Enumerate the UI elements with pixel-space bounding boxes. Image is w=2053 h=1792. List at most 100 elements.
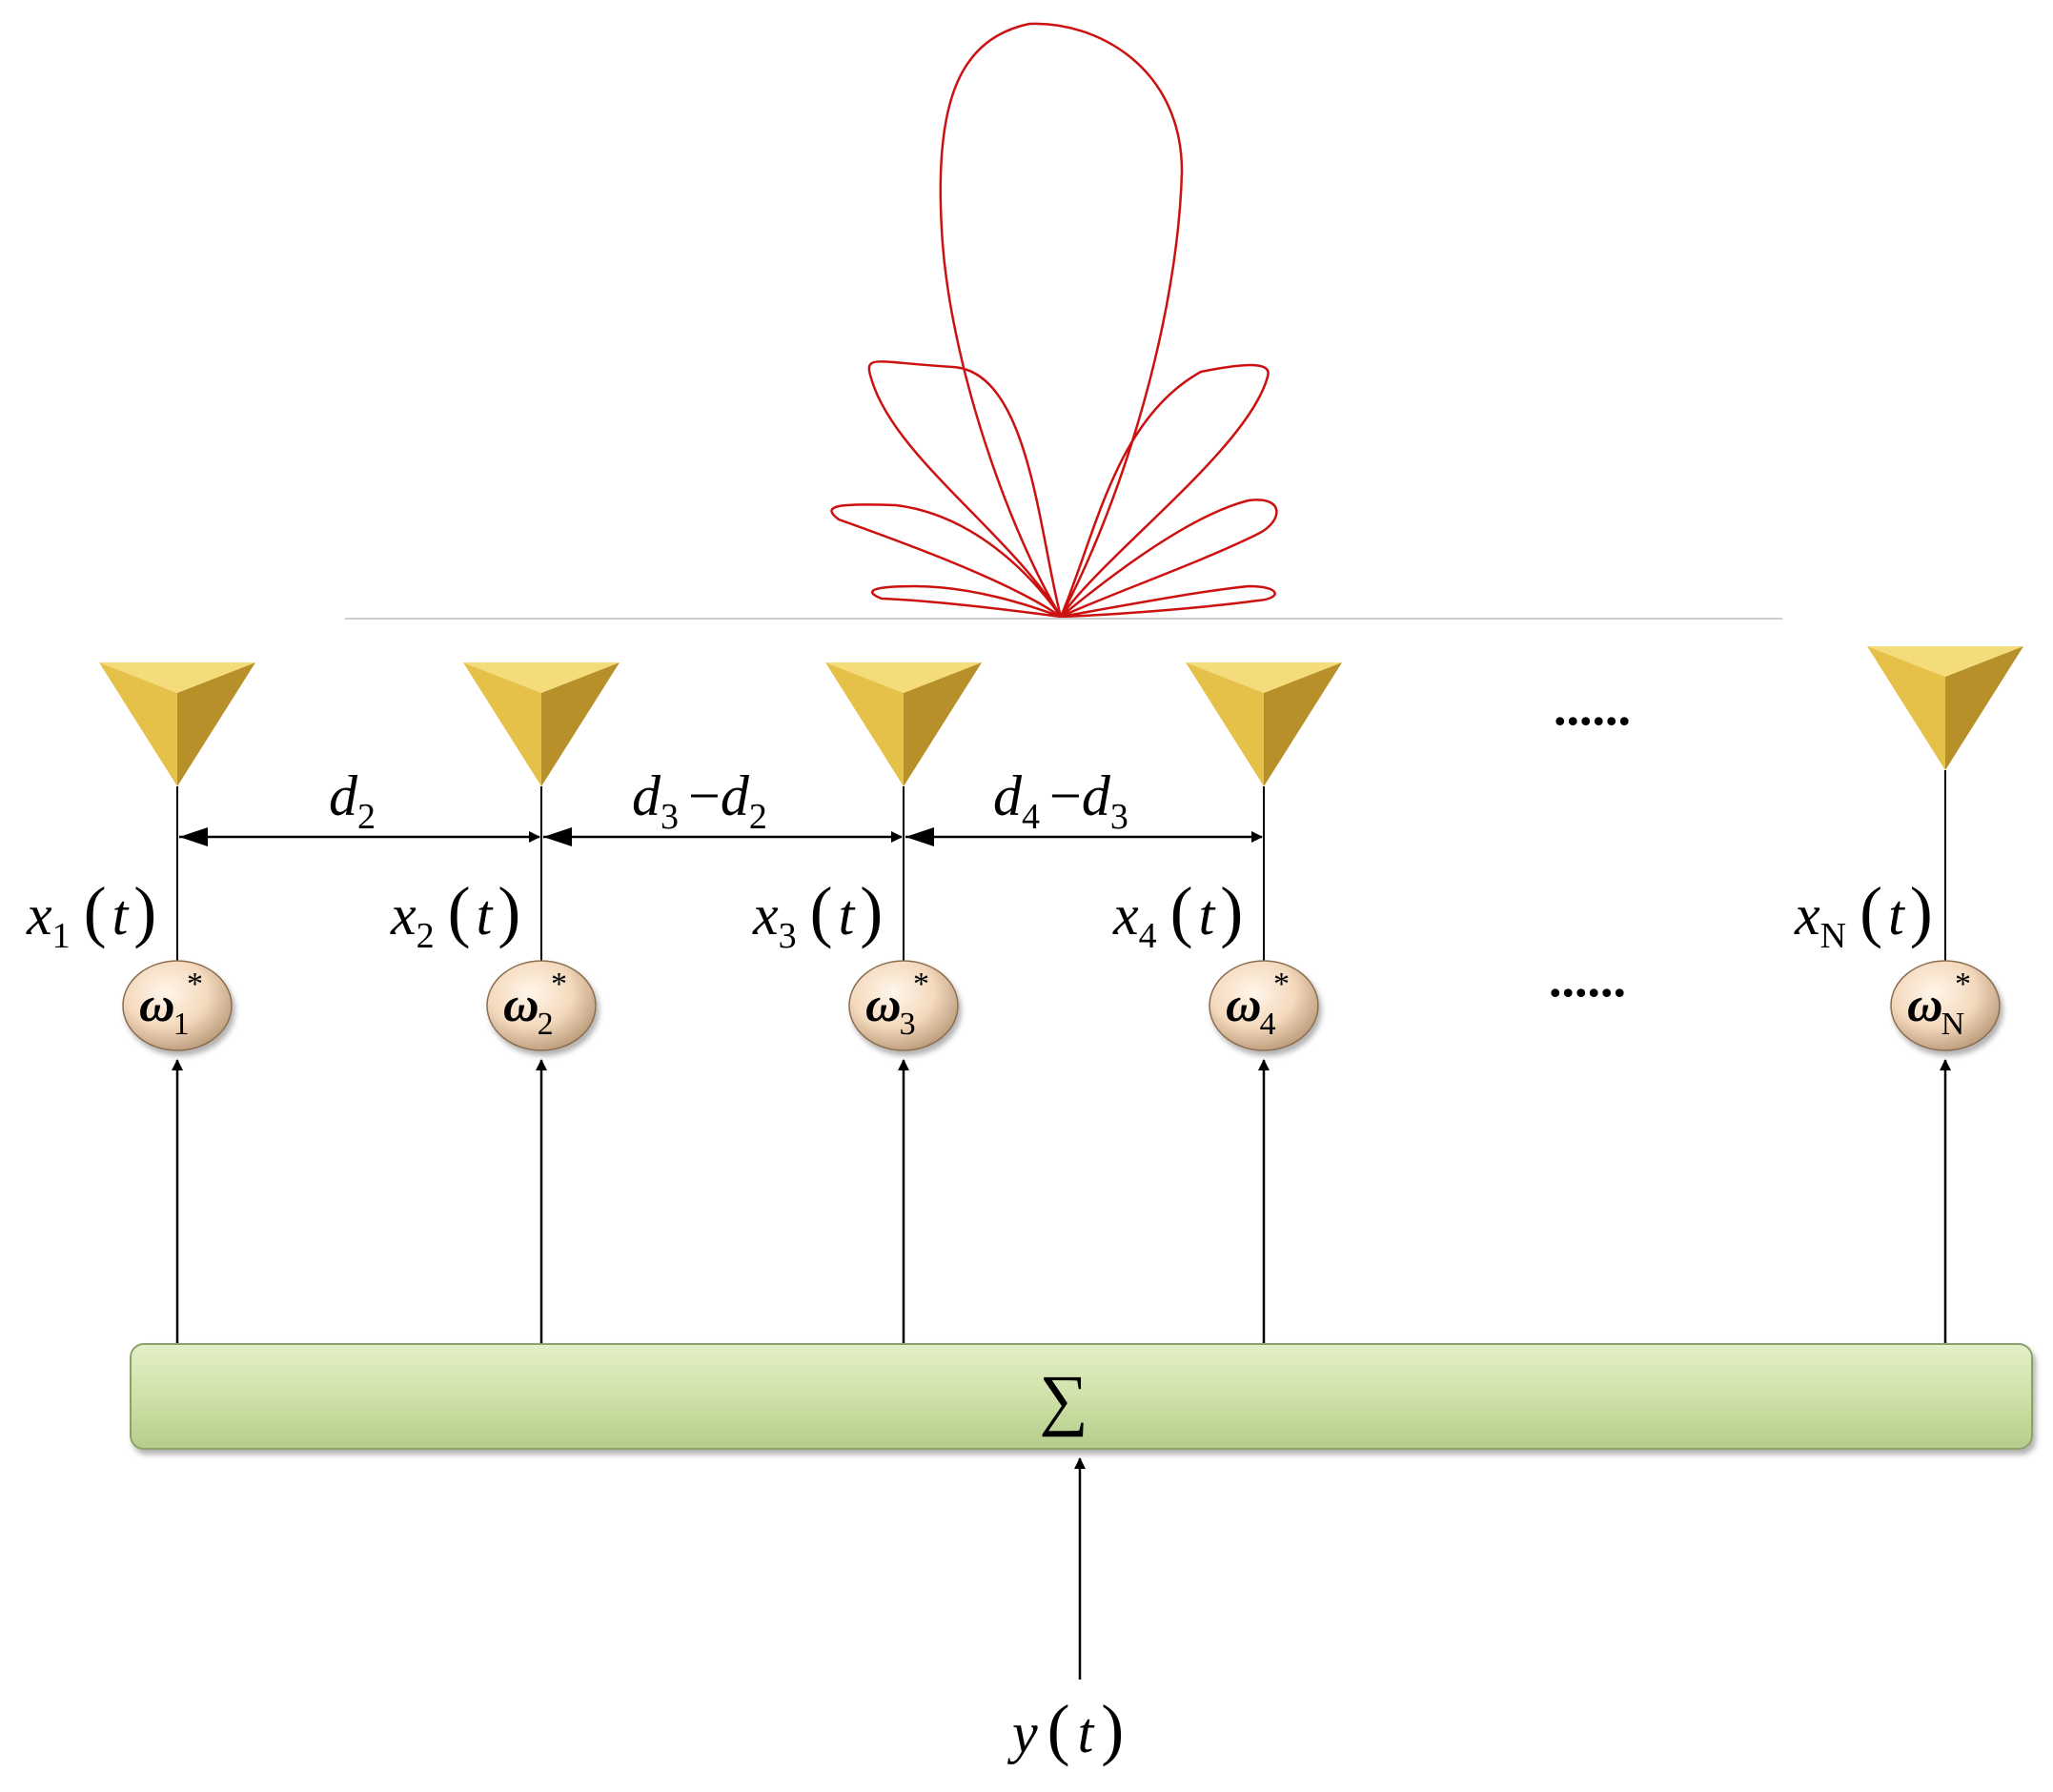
weight-label: ω2	[503, 978, 554, 1042]
weight-symbol: ω	[139, 978, 175, 1032]
output-label: y(t)	[1006, 1691, 1124, 1767]
weight-conj: *	[913, 967, 929, 1002]
signal-label-4: x4(t)	[1112, 873, 1243, 956]
antenna-face-left	[99, 662, 255, 693]
antenna-face-right	[1264, 662, 1342, 786]
antenna-face-left	[1867, 646, 2023, 677]
weight-N: ωN*	[1890, 960, 2001, 1051]
ellipsis-bottom: ......	[1549, 950, 1626, 1008]
antenna-face-front	[463, 662, 541, 786]
ellipsis-top: ......	[1554, 679, 1631, 736]
antenna-face-right	[541, 662, 620, 786]
paren-close: )	[498, 873, 520, 949]
antenna-face-right	[177, 662, 255, 786]
paren-open: (	[1170, 873, 1193, 949]
antenna-face-left	[463, 662, 620, 693]
output-paren-open: (	[1047, 1691, 1070, 1767]
spacing-label: d2	[329, 764, 376, 837]
weight-label: ωN	[1907, 978, 1964, 1042]
spacing-sub: 3	[661, 797, 679, 837]
antenna-element-2	[463, 662, 620, 1344]
signal-arg: t	[839, 884, 856, 947]
antenna-element-N	[1867, 646, 2023, 1344]
spacing-2: d2	[179, 764, 540, 846]
signal-var: x	[390, 884, 417, 947]
signal-var: x	[26, 884, 52, 947]
antenna-face-front	[825, 662, 904, 786]
weight-symbol: ω	[865, 978, 902, 1032]
spacing-operator: −	[1049, 764, 1082, 827]
signal-arg: t	[1199, 884, 1216, 947]
spacing-3: d3−d2	[543, 764, 903, 846]
antenna-face-front	[1186, 662, 1264, 786]
weight-circle	[848, 960, 959, 1051]
antenna-face-front	[1867, 646, 1945, 770]
output-var: y	[1006, 1701, 1038, 1764]
dimension-arrow-left	[905, 827, 934, 846]
spacing-label: d3−d2	[632, 764, 767, 837]
paren-open: (	[84, 873, 107, 949]
spacing-var-b: d	[721, 764, 750, 827]
signal-label-1: x1(t)	[26, 873, 156, 956]
paren-close: )	[1220, 873, 1243, 949]
spacing-sub-b: 2	[749, 797, 767, 837]
weight-conj: *	[1955, 967, 1971, 1002]
antenna-group	[99, 646, 2023, 1344]
antenna-element-1	[99, 662, 255, 1344]
weight-group: ω1*ω2*ω3*ω4*ωN*	[122, 960, 2001, 1051]
weight-2: ω2*	[486, 960, 597, 1051]
signal-arg: t	[1888, 884, 1905, 947]
spacing-sub-b: 3	[1110, 797, 1128, 837]
weight-conj: *	[1273, 967, 1290, 1002]
signal-arg: t	[112, 884, 130, 947]
signal-label-2: x2 (t)	[390, 873, 520, 956]
weight-label: ω1	[139, 978, 190, 1042]
paren-open: (	[810, 873, 833, 949]
weight-conj: *	[551, 967, 567, 1002]
spacing-operator: −	[688, 764, 721, 827]
weight-index: N	[1941, 1007, 1965, 1042]
weight-4: ω4*	[1209, 960, 1319, 1051]
paren-close: )	[1910, 873, 1933, 949]
signal-index: N	[1820, 916, 1846, 956]
beam-pattern	[830, 22, 1278, 619]
signal-index: 2	[417, 916, 435, 956]
weight-3: ω3*	[848, 960, 959, 1051]
signal-arg: t	[477, 884, 494, 947]
output-arg: t	[1078, 1701, 1095, 1764]
dimension-arrow-left	[543, 827, 572, 846]
weight-label: ω3	[865, 978, 916, 1042]
spacing-var-b: d	[1082, 764, 1111, 827]
antenna-element-4	[1186, 662, 1342, 1344]
dimension-arrow-left	[179, 827, 208, 846]
signal-index: 3	[779, 916, 797, 956]
spacing-sub: 4	[1022, 797, 1040, 837]
signal-label-N: xN(t)	[1794, 873, 1933, 956]
antenna-face-left	[825, 662, 982, 693]
weight-symbol: ω	[503, 978, 539, 1032]
weight-circle	[1209, 960, 1319, 1051]
weight-label: ω4	[1226, 978, 1276, 1042]
paren-open: (	[448, 873, 471, 949]
weight-symbol: ω	[1226, 978, 1262, 1032]
paren-close: )	[860, 873, 883, 949]
weight-index: 2	[538, 1007, 554, 1042]
spacing-var: d	[993, 764, 1023, 827]
weight-1: ω1*	[122, 960, 233, 1051]
signal-label-3: x3 (t)	[752, 873, 883, 956]
weight-circle	[1890, 960, 2001, 1051]
summer-bar	[130, 1343, 2033, 1450]
antenna-face-right	[1945, 646, 2023, 770]
signal-index: 4	[1139, 916, 1157, 956]
weight-symbol: ω	[1907, 978, 1943, 1032]
weight-conj: *	[187, 967, 203, 1002]
summer-symbol: ∑	[1039, 1361, 1087, 1437]
weight-index: 1	[173, 1007, 190, 1042]
weight-index: 3	[900, 1007, 916, 1042]
signal-var: x	[1794, 884, 1820, 947]
signal-var: x	[752, 884, 779, 947]
spacing-sub: 2	[357, 797, 376, 837]
